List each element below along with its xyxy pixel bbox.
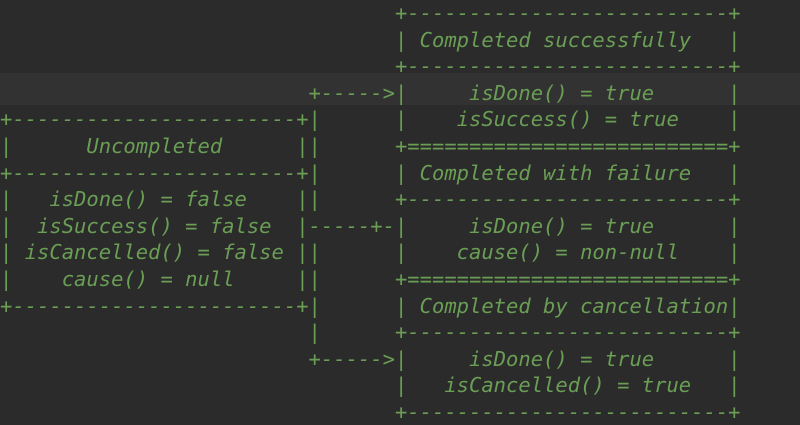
highlighted-line-band	[0, 73, 800, 105]
